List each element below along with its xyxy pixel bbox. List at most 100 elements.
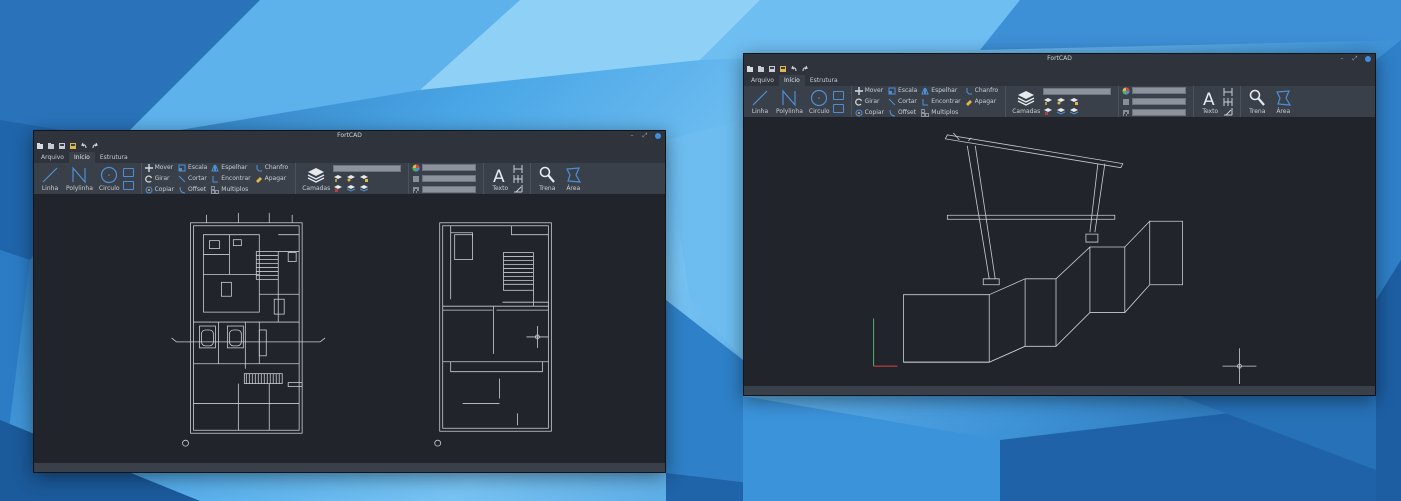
layer-match-icon[interactable]: [1069, 107, 1079, 115]
layer-on-icon[interactable]: [1043, 97, 1053, 105]
close-button[interactable]: [655, 133, 661, 139]
rotate-button[interactable]: Girar: [144, 174, 174, 183]
linetype-icon[interactable]: [1122, 109, 1130, 117]
layer-current-icon[interactable]: [346, 184, 356, 192]
erase-button[interactable]: Apagar: [255, 174, 289, 183]
multiple-button[interactable]: Multiplos: [211, 185, 250, 194]
drawing-canvas[interactable]: [744, 118, 1375, 386]
redo-icon[interactable]: [91, 142, 99, 150]
layer-delete-icon[interactable]: [333, 184, 343, 192]
maximize-button[interactable]: ⤢: [1352, 55, 1358, 62]
dimension-linear-icon[interactable]: [1223, 87, 1233, 96]
minimize-button[interactable]: –: [1340, 55, 1344, 62]
polyline-tool-button[interactable]: Polylinha: [66, 165, 93, 192]
maximize-button[interactable]: ⤢: [642, 132, 648, 139]
dimension-angular-icon[interactable]: [513, 184, 523, 193]
rotate-button[interactable]: Girar: [854, 97, 884, 106]
color-select[interactable]: [422, 164, 477, 171]
layer-lock-icon[interactable]: [1069, 97, 1079, 105]
line-tool-button[interactable]: Linha: [40, 166, 60, 192]
undo-icon[interactable]: [80, 142, 88, 150]
multiple-button[interactable]: Multiplos: [921, 108, 960, 117]
offset-button[interactable]: Offset: [178, 185, 207, 194]
tab-arquivo[interactable]: Arquivo: [751, 77, 774, 84]
layer-lock-icon[interactable]: [359, 174, 369, 182]
new-file-icon[interactable]: [36, 142, 44, 150]
color-wheel-icon[interactable]: [412, 164, 420, 172]
open-folder-icon[interactable]: [757, 65, 765, 73]
line-tool-button[interactable]: Linha: [750, 89, 770, 115]
color-select[interactable]: [1132, 87, 1187, 94]
drawing-canvas[interactable]: [34, 195, 665, 463]
minimize-button[interactable]: –: [630, 132, 634, 139]
layer-select[interactable]: [333, 165, 402, 172]
save-as-icon[interactable]: [779, 65, 787, 73]
title-bar[interactable]: FortCAD – ⤢: [34, 131, 665, 141]
fortcad-window-floorplan[interactable]: FortCAD – ⤢ Arquivo Início Estrutura Lin…: [33, 130, 666, 473]
title-bar[interactable]: FortCAD – ⤢: [744, 54, 1375, 64]
copy-button[interactable]: Copiar: [855, 108, 884, 117]
polygon-tool-button[interactable]: [832, 103, 844, 113]
chamfer-button[interactable]: Chanfro: [965, 86, 998, 95]
undo-icon[interactable]: [790, 65, 798, 73]
polyline-tool-button[interactable]: Polylinha: [776, 88, 803, 115]
layers-button[interactable]: Camadas: [1012, 89, 1040, 115]
lineweight-select[interactable]: [1132, 98, 1187, 105]
linetype-select[interactable]: [1132, 109, 1187, 116]
layer-freeze-icon[interactable]: [1056, 97, 1066, 105]
save-icon[interactable]: [768, 65, 776, 73]
scale-button[interactable]: Escala: [888, 86, 917, 95]
rectangle-tool-button[interactable]: [832, 90, 844, 100]
dimension-aligned-icon[interactable]: [513, 174, 523, 183]
redo-icon[interactable]: [801, 65, 809, 73]
save-as-icon[interactable]: [69, 142, 77, 150]
tab-inicio[interactable]: Início: [68, 152, 95, 163]
tab-arquivo[interactable]: Arquivo: [41, 154, 64, 161]
dimension-angular-icon[interactable]: [1223, 107, 1233, 116]
move-button[interactable]: Mover: [854, 86, 884, 95]
close-button[interactable]: [1365, 56, 1371, 62]
extend-button[interactable]: Encontrar: [921, 97, 961, 106]
circle-tool-button[interactable]: Circulo: [99, 166, 120, 192]
fortcad-window-3d-model[interactable]: FortCAD – ⤢ Arquivo Início Estrutura Lin…: [743, 53, 1376, 396]
text-tool-button[interactable]: A Texto: [490, 166, 510, 192]
tab-inicio[interactable]: Início: [778, 75, 805, 86]
rectangle-tool-button[interactable]: [122, 167, 134, 177]
layer-freeze-icon[interactable]: [346, 174, 356, 182]
copy-button[interactable]: Copiar: [145, 185, 174, 194]
measure-tool-button[interactable]: Trena: [537, 166, 557, 192]
layer-on-icon[interactable]: [333, 174, 343, 182]
lineweight-select[interactable]: [422, 175, 477, 182]
layers-button[interactable]: Camadas: [302, 166, 330, 192]
lineweight-icon[interactable]: [412, 175, 420, 183]
linetype-icon[interactable]: [412, 186, 420, 194]
polygon-tool-button[interactable]: [122, 180, 134, 190]
move-button[interactable]: Mover: [144, 163, 174, 172]
area-tool-button[interactable]: Área: [563, 166, 583, 192]
color-wheel-icon[interactable]: [1122, 87, 1130, 95]
tab-estrutura[interactable]: Estrutura: [99, 154, 128, 161]
lineweight-icon[interactable]: [1122, 98, 1130, 106]
dimension-aligned-icon[interactable]: [1223, 97, 1233, 106]
layer-current-icon[interactable]: [1056, 107, 1066, 115]
trim-button[interactable]: Cortar: [888, 97, 917, 106]
measure-tool-button[interactable]: Trena: [1247, 89, 1267, 115]
open-folder-icon[interactable]: [47, 142, 55, 150]
new-file-icon[interactable]: [746, 65, 754, 73]
offset-button[interactable]: Offset: [888, 108, 917, 117]
chamfer-button[interactable]: Chanfro: [255, 163, 288, 172]
save-icon[interactable]: [58, 142, 66, 150]
tab-estrutura[interactable]: Estrutura: [809, 77, 838, 84]
scale-button[interactable]: Escala: [178, 163, 207, 172]
area-tool-button[interactable]: Área: [1273, 89, 1293, 115]
mirror-button[interactable]: Espelhar: [211, 163, 250, 172]
dimension-linear-icon[interactable]: [513, 164, 523, 173]
trim-button[interactable]: Cortar: [178, 174, 207, 183]
extend-button[interactable]: Encontrar: [211, 174, 251, 183]
layer-select[interactable]: [1043, 88, 1112, 95]
linetype-select[interactable]: [422, 186, 477, 193]
circle-tool-button[interactable]: Circulo: [809, 89, 830, 115]
layer-delete-icon[interactable]: [1043, 107, 1053, 115]
erase-button[interactable]: Apagar: [965, 97, 999, 106]
text-tool-button[interactable]: A Texto: [1200, 89, 1220, 115]
